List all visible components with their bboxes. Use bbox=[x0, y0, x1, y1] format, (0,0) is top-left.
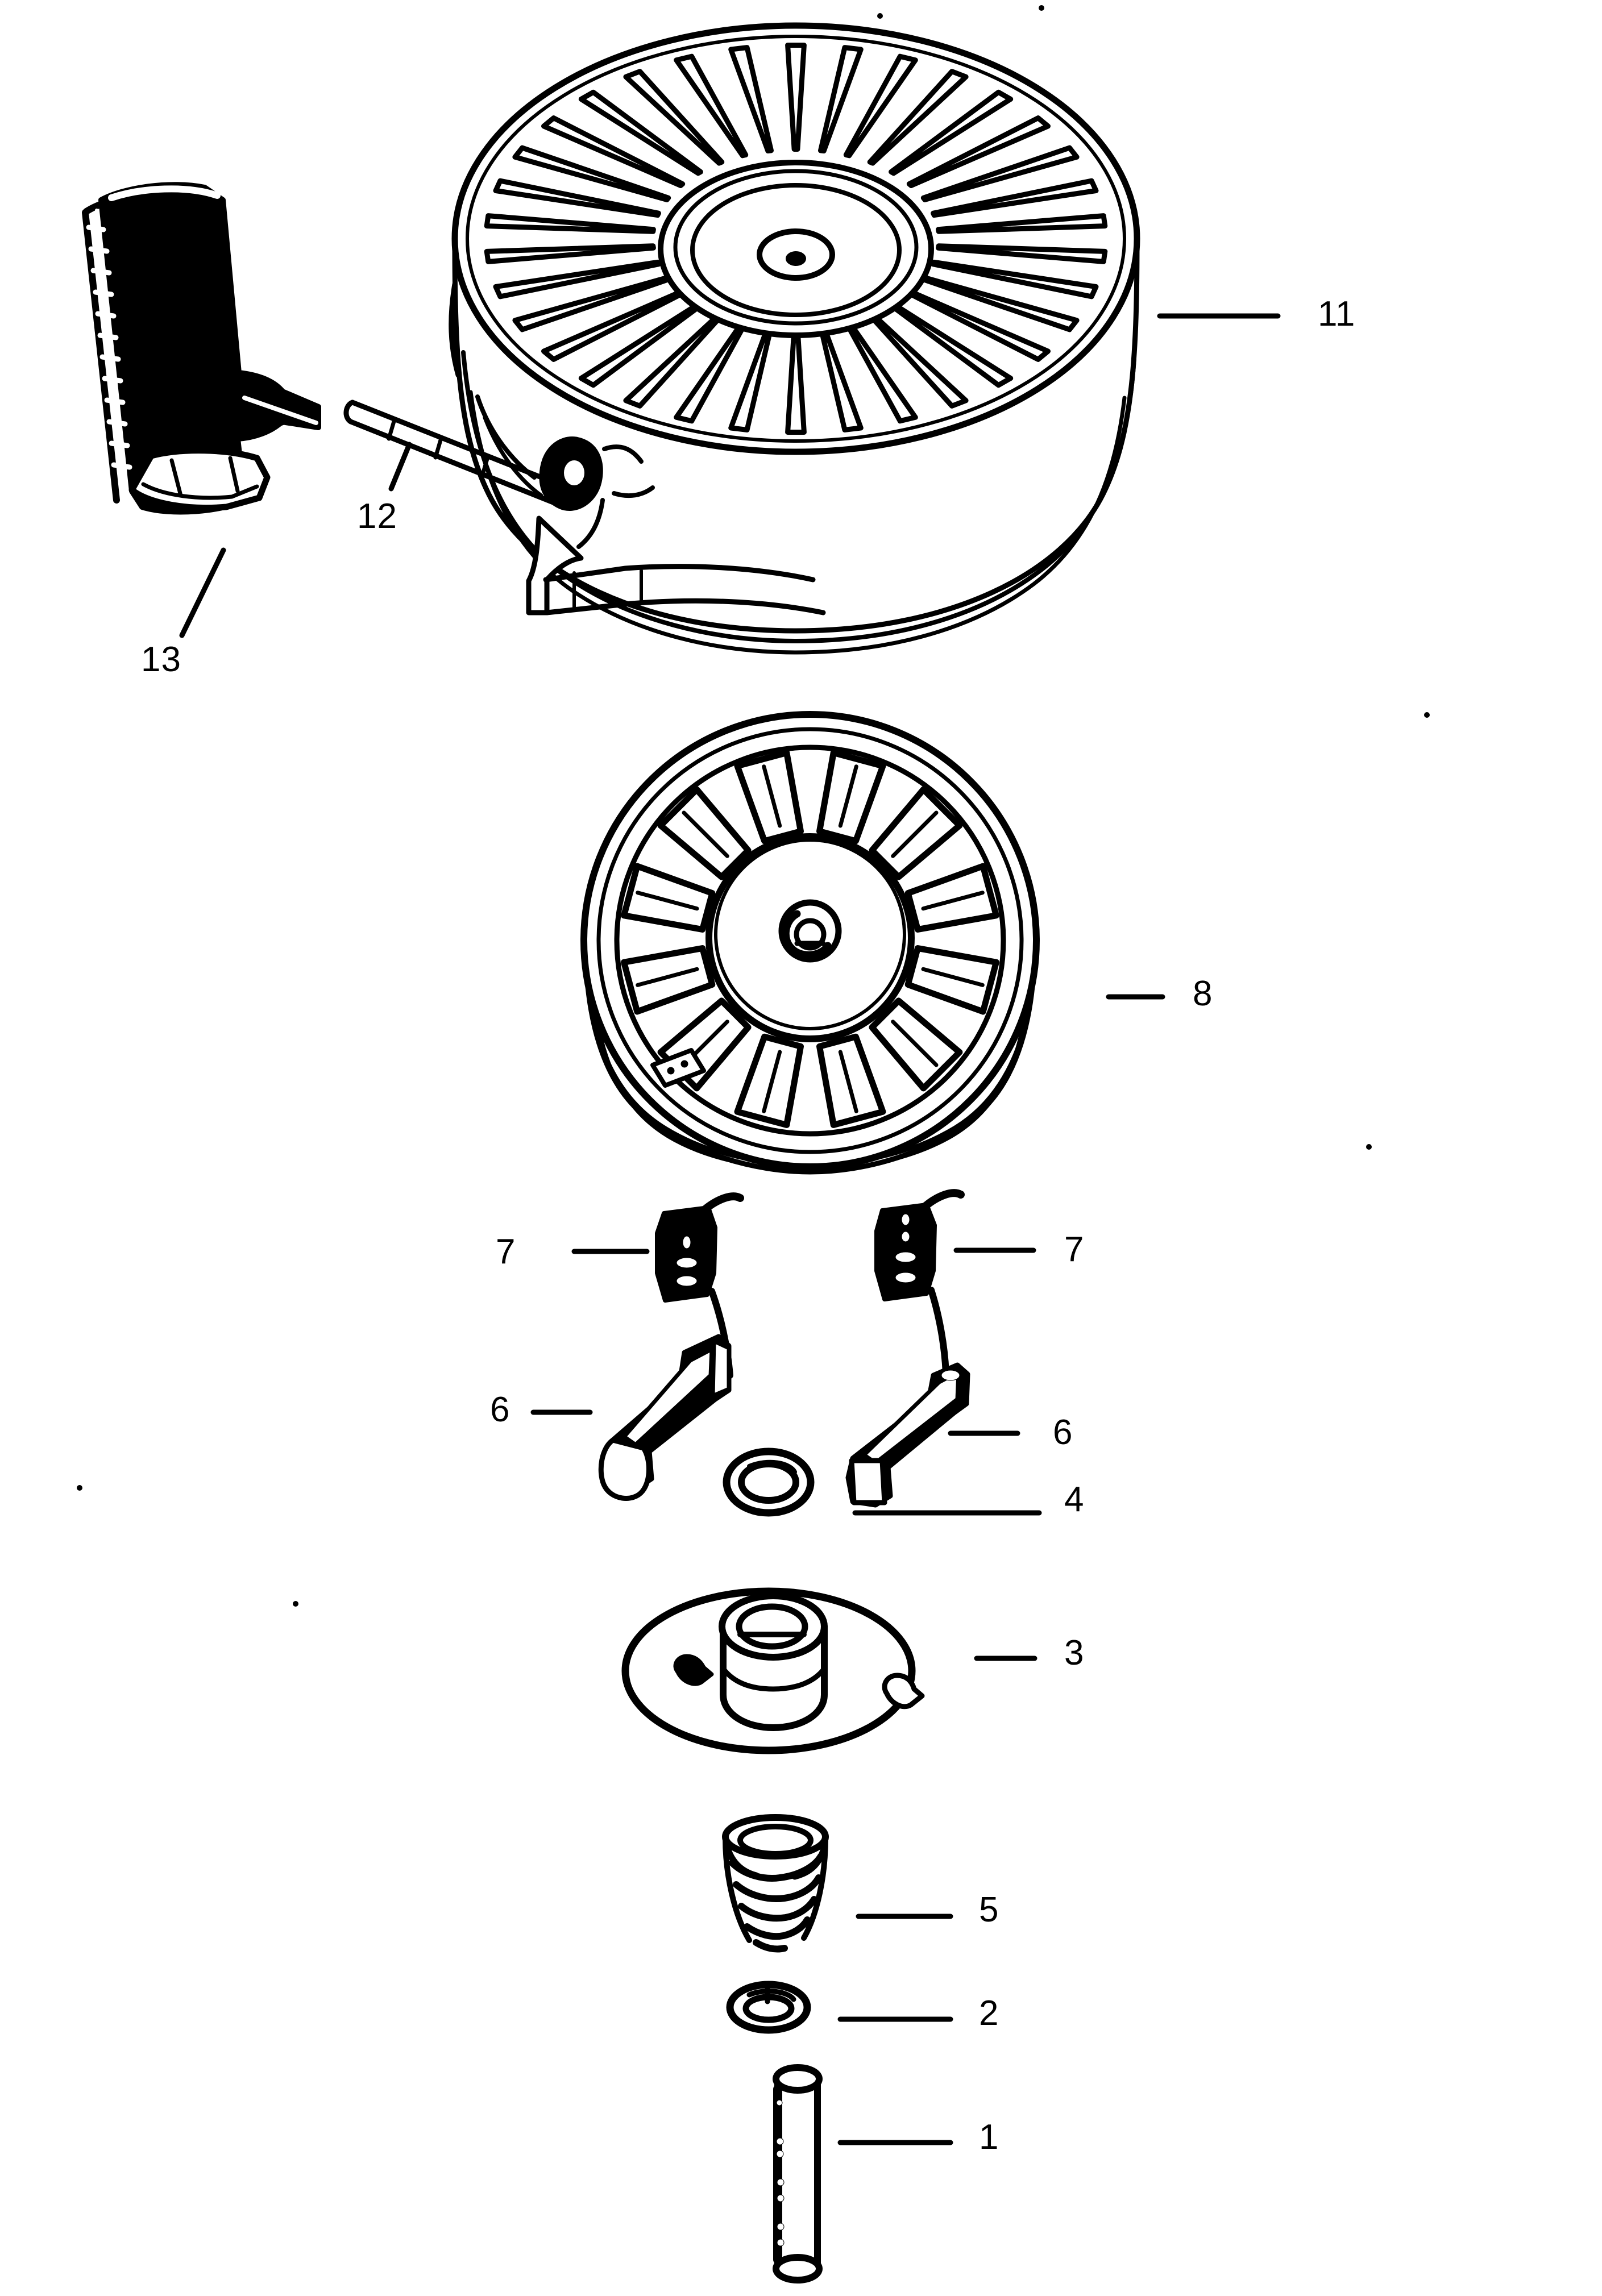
pawl-spring-right-part bbox=[874, 1189, 965, 1378]
leader-line-starter-rope bbox=[388, 442, 412, 492]
brake-retainer-plate-part bbox=[621, 1587, 925, 1754]
callout-number-pawl-spring-right: 7 bbox=[1064, 1230, 1085, 1269]
scan-speck bbox=[293, 1601, 298, 1607]
callout-number-friction-washer: 4 bbox=[1064, 1480, 1085, 1519]
callout-number-starter-pawl-dog-right: 6 bbox=[1053, 1413, 1073, 1452]
callout-number-starter-rope: 12 bbox=[357, 497, 397, 536]
starter-pin-part bbox=[773, 2064, 823, 2283]
recoil-return-spring-part bbox=[722, 1814, 829, 1953]
starter-pawl-right-part bbox=[845, 1362, 970, 1508]
leader-line-starter-rope-handle bbox=[179, 547, 226, 638]
callout-number-starter-rope-handle: 13 bbox=[141, 640, 181, 679]
callout-number-starter-pawl-dog-left: 6 bbox=[490, 1390, 511, 1429]
callout-number-starter-housing-cover: 11 bbox=[1318, 294, 1356, 334]
friction-washer-part bbox=[723, 1448, 815, 1517]
callout-number-retaining-washer: 2 bbox=[979, 1994, 999, 2033]
callout-number-recoil-return-spring: 5 bbox=[979, 1890, 999, 1929]
starter-housing-part bbox=[449, 22, 1140, 655]
pawl-spring-left-part bbox=[655, 1192, 744, 1379]
callout-number-pawl-spring-left: 7 bbox=[496, 1232, 516, 1271]
starter-rope-part bbox=[343, 400, 566, 509]
scan-speck bbox=[77, 1485, 82, 1491]
callout-number-rope-pulley-reel: 8 bbox=[1193, 974, 1213, 1013]
starter-handle-part bbox=[82, 182, 321, 515]
scan-speck bbox=[1039, 5, 1044, 11]
scan-speck bbox=[1424, 712, 1430, 718]
callout-number-brake-retainer-plate: 3 bbox=[1064, 1633, 1085, 1673]
starter-pawl-left-part bbox=[598, 1334, 732, 1501]
retaining-washer-part bbox=[726, 1981, 811, 2034]
scan-speck bbox=[877, 13, 883, 19]
rope-pulley-part bbox=[580, 711, 1040, 1175]
scan-speck bbox=[1366, 1144, 1372, 1150]
callout-number-starter-pin-shaft: 1 bbox=[979, 2118, 999, 2157]
callout-leader-lines bbox=[179, 313, 1281, 2145]
